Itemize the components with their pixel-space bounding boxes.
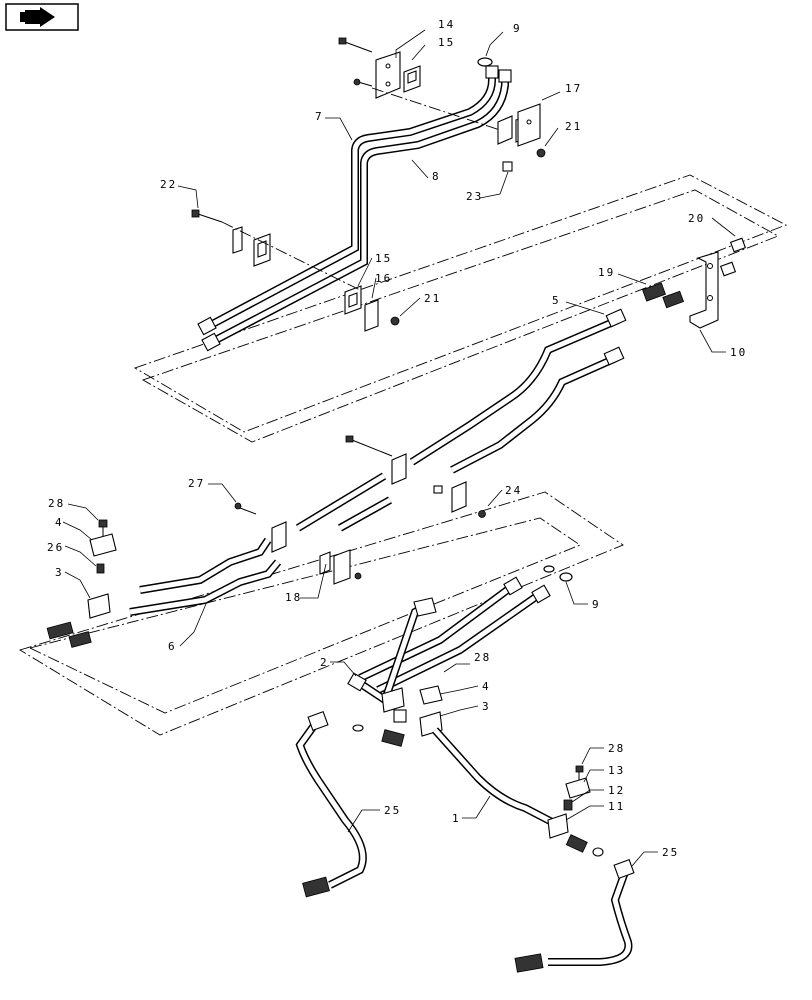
clamp-middle (345, 435, 467, 513)
callout-3: 3 (482, 700, 491, 713)
bracket-16[interactable] (364, 299, 379, 332)
tube-straight-middle (295, 472, 392, 532)
callout-28: 28 (474, 651, 491, 664)
callout-9: 9 (513, 22, 522, 35)
tube-6[interactable] (129, 537, 282, 616)
callout-6: 6 (168, 640, 177, 653)
callout-2: 2 (320, 656, 329, 669)
tube-7-fitting (197, 65, 512, 352)
assembly-boundary-lower (18, 491, 624, 736)
callout-21: 21 (565, 120, 582, 133)
callout-20: 20 (688, 212, 705, 225)
bolt-upper (338, 37, 373, 87)
bracket-10[interactable] (689, 251, 719, 329)
tube-5[interactable] (409, 308, 627, 474)
bolt-22[interactable] (191, 209, 223, 223)
o-ring-9-upper (477, 57, 493, 67)
callout-23: 23 (466, 190, 483, 203)
callout-18: 18 (285, 591, 302, 604)
block-3-left[interactable] (87, 593, 111, 619)
callout-19: 19 (598, 266, 615, 279)
leader-lines (62, 29, 736, 867)
o-ring-9-lower[interactable] (543, 565, 573, 582)
bolt-23[interactable] (502, 161, 513, 172)
callout-26: 26 (47, 541, 64, 554)
callout-9: 9 (592, 598, 601, 611)
fittings-left (46, 621, 92, 648)
block-11[interactable] (547, 813, 569, 839)
callout-5: 5 (552, 294, 561, 307)
nut-21-upper[interactable] (536, 148, 546, 158)
tube-7[interactable] (203, 70, 496, 332)
callout-17: 17 (565, 82, 582, 95)
callout-10: 10 (730, 346, 747, 359)
spacer-26[interactable] (96, 563, 105, 574)
callout-4: 4 (55, 516, 64, 529)
tube-8[interactable] (208, 76, 509, 347)
bolt-27[interactable] (234, 502, 257, 515)
clamp-4-left[interactable] (89, 533, 117, 557)
callout-14: 14 (438, 18, 455, 31)
callout-11: 11 (608, 800, 625, 813)
callout-15: 15 (375, 252, 392, 265)
fitting-lower-right (565, 834, 604, 857)
clamp-4-center[interactable] (413, 597, 443, 705)
bracket-17[interactable] (517, 103, 541, 147)
callout-22: 22 (160, 178, 177, 191)
callout-1: 1 (452, 812, 461, 825)
callout-8: 8 (432, 170, 441, 183)
bracket-14[interactable] (375, 51, 401, 99)
callout-28: 28 (608, 742, 625, 755)
clamp-15-lower[interactable] (344, 285, 362, 315)
callout-13: 13 (608, 764, 625, 777)
callout-16: 16 (375, 272, 392, 285)
nut-20[interactable] (719, 237, 747, 277)
fittings-center (352, 709, 407, 747)
callout-7: 7 (315, 110, 324, 123)
nut-21-lower[interactable] (390, 316, 400, 326)
callout-28: 28 (48, 497, 65, 510)
hose-25-right[interactable] (514, 858, 635, 973)
callout-labels: 14 15 9 17 21 7 8 23 22 15 16 21 20 19 5… (47, 18, 747, 859)
clamp-13[interactable] (565, 777, 591, 799)
callout-24: 24 (505, 484, 522, 497)
callout-15: 15 (438, 36, 455, 49)
callout-3: 3 (55, 566, 64, 579)
clamp-15-upper[interactable] (403, 65, 421, 93)
callout-25: 25 (384, 804, 401, 817)
spacer-12[interactable] (563, 799, 573, 811)
fitting-19[interactable] (642, 282, 685, 309)
assembly-boundary-upper (133, 174, 788, 443)
callout-27: 27 (188, 477, 205, 490)
back-arrow-icon[interactable] (5, 3, 79, 31)
hose-25-left[interactable] (295, 710, 367, 898)
tube-1[interactable] (432, 727, 554, 826)
upper-dashed-alignment (221, 87, 501, 291)
callout-21: 21 (424, 292, 441, 305)
nut-24[interactable] (478, 510, 486, 518)
clamp-18[interactable] (271, 521, 362, 585)
tube-lower-pair (358, 576, 551, 694)
clamp-left-upper (232, 226, 271, 267)
callout-4: 4 (482, 680, 491, 693)
callout-12: 12 (608, 784, 625, 797)
callout-25: 25 (662, 846, 679, 859)
